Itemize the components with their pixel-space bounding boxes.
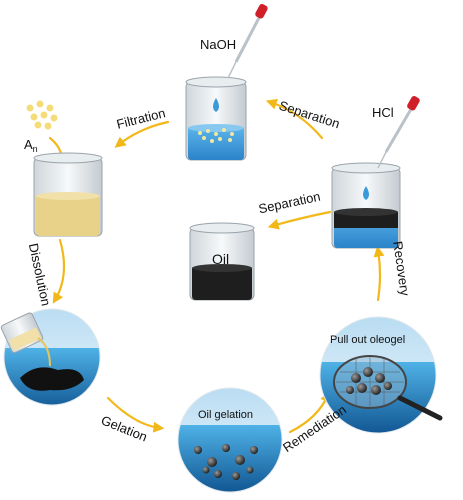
scene-oil-gelation <box>177 387 283 493</box>
label-an: An <box>24 138 38 154</box>
droplet-icon <box>213 98 219 112</box>
scene-pull-out <box>319 316 443 434</box>
pipette-naoh <box>227 3 268 79</box>
label-an-sub: n <box>32 144 38 154</box>
arrow-separation-top <box>265 98 324 140</box>
arrow-recovery <box>373 245 385 302</box>
arrow-filtration <box>114 120 170 148</box>
label-hcl: HCl <box>372 105 394 120</box>
arrow-separation-mid <box>267 210 332 230</box>
beaker-oil <box>189 222 255 301</box>
arrows <box>48 98 385 434</box>
arrow-gelation <box>106 396 165 433</box>
pipette-hcl <box>377 96 420 169</box>
scene-oil-spill <box>0 308 101 406</box>
label-pull-out-oleogel: Pull out oleogel <box>330 334 406 346</box>
net-icon <box>333 355 443 421</box>
droplet-icon <box>363 186 369 200</box>
arrow-dissolution <box>52 238 66 304</box>
beaker-naoh <box>185 76 247 161</box>
label-naoh: NaOH <box>200 37 237 52</box>
label-oil-gelation: Oil gelation <box>198 409 254 421</box>
pouring-beaker <box>0 312 44 354</box>
label-oil: Oil <box>212 251 230 267</box>
beaker-an <box>33 152 103 237</box>
beaker-naoh-particles <box>198 128 234 143</box>
an-particles <box>26 100 58 130</box>
label-an-base: A <box>24 137 33 152</box>
beaker-hcl <box>331 162 401 249</box>
